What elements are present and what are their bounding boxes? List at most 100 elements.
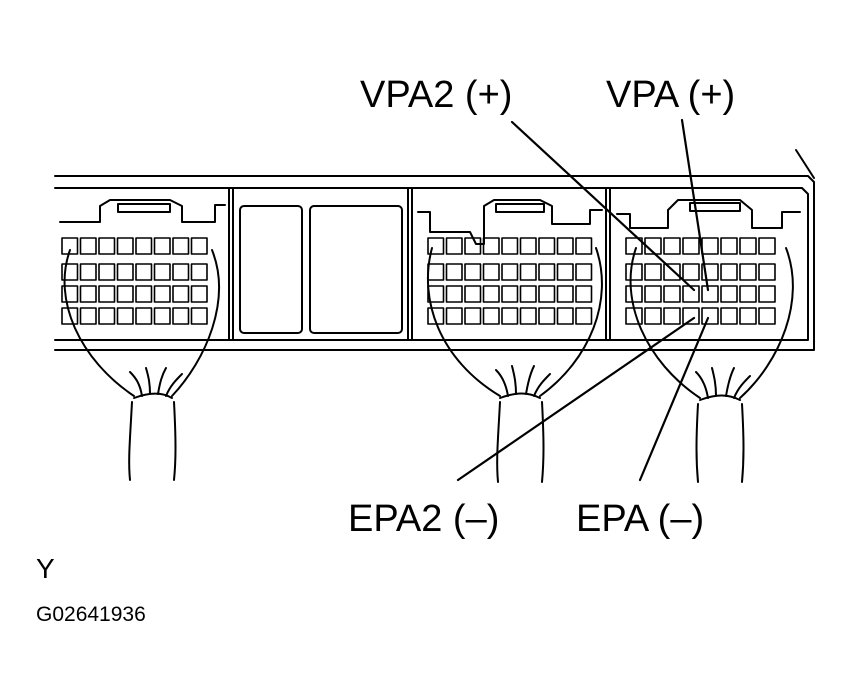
terminal-pin <box>575 285 593 303</box>
terminal-pin <box>116 237 134 255</box>
terminal-pin <box>501 285 519 303</box>
terminal-pin <box>190 263 208 281</box>
terminal-pin <box>427 263 445 281</box>
label-epa: EPA (–) <box>576 498 705 540</box>
terminal-pin <box>482 307 500 325</box>
wire-harness-2 <box>426 247 603 483</box>
terminal-pin <box>190 307 208 325</box>
terminal-pin <box>172 307 190 325</box>
connector-2-latch <box>417 199 603 245</box>
terminal-pin <box>464 285 482 303</box>
terminal-pin <box>61 285 79 303</box>
terminal-pin <box>758 263 776 281</box>
blank-panel-left <box>239 205 303 334</box>
terminal-pin <box>644 285 662 303</box>
terminal-pin <box>663 263 681 281</box>
terminal-pin <box>190 237 208 255</box>
terminal-pin <box>556 263 574 281</box>
terminal-pin <box>701 237 719 255</box>
terminal-pin <box>701 263 719 281</box>
terminal-pin <box>464 237 482 255</box>
terminal-pin <box>739 237 757 255</box>
terminal-pin <box>153 307 171 325</box>
terminal-pin <box>556 285 574 303</box>
terminal-pin <box>445 307 463 325</box>
terminal-pin <box>556 307 574 325</box>
terminal-pin <box>135 237 153 255</box>
connector-1-latch <box>59 199 226 223</box>
terminal-pin <box>758 237 776 255</box>
terminal-pin <box>445 285 463 303</box>
terminal-pin <box>501 237 519 255</box>
connector-3-pins <box>625 237 776 325</box>
terminal-pin <box>625 263 643 281</box>
terminal-pin <box>663 307 681 325</box>
leader-epa <box>638 316 710 482</box>
terminal-pin <box>61 237 79 255</box>
terminal-pin <box>758 285 776 303</box>
terminal-pin <box>625 285 643 303</box>
terminal-pin <box>538 263 556 281</box>
terminal-pin <box>98 263 116 281</box>
terminal-pin <box>575 237 593 255</box>
ecu-housing <box>54 149 815 351</box>
terminal-pin <box>135 307 153 325</box>
terminal-pin <box>663 285 681 303</box>
terminal-pin <box>682 263 700 281</box>
label-vpa: VPA (+) <box>606 74 736 116</box>
terminal-pin <box>153 263 171 281</box>
figure-code: G02641936 <box>36 603 146 626</box>
terminal-pin <box>701 285 719 303</box>
leader-lines <box>456 118 710 482</box>
terminal-pin <box>682 237 700 255</box>
terminal-pin <box>519 237 537 255</box>
terminal-pin <box>501 307 519 325</box>
terminal-pin <box>172 237 190 255</box>
terminal-pin <box>190 285 208 303</box>
terminal-pin <box>720 263 738 281</box>
terminal-pin <box>172 285 190 303</box>
terminal-pin <box>556 237 574 255</box>
leader-epa2 <box>456 316 696 482</box>
terminal-pin <box>445 263 463 281</box>
label-epa2: EPA2 (–) <box>348 498 500 540</box>
terminal-pin <box>79 237 97 255</box>
terminal-grids <box>61 237 776 325</box>
blank-panel-right <box>309 205 403 334</box>
terminal-pin <box>575 263 593 281</box>
terminal-pin <box>464 263 482 281</box>
wire-harness-3 <box>629 247 794 483</box>
leader-vpa <box>680 118 710 292</box>
terminal-pin <box>79 307 97 325</box>
terminal-pin <box>575 307 593 325</box>
terminal-pin <box>739 307 757 325</box>
connector-3-latch <box>616 199 801 229</box>
terminal-pin <box>720 307 738 325</box>
terminal-pin <box>538 307 556 325</box>
terminal-pin <box>116 307 134 325</box>
terminal-pin <box>153 237 171 255</box>
terminal-pin <box>464 307 482 325</box>
terminal-pin <box>98 237 116 255</box>
terminal-pin <box>61 263 79 281</box>
terminal-pin <box>79 285 97 303</box>
terminal-pin <box>720 237 738 255</box>
terminal-pin <box>153 285 171 303</box>
terminal-pin <box>98 307 116 325</box>
terminal-pin <box>482 285 500 303</box>
terminal-pin <box>61 307 79 325</box>
terminal-pin <box>682 307 700 325</box>
label-vpa2: VPA2 (+) <box>360 74 513 116</box>
terminal-pin <box>116 263 134 281</box>
terminal-pin <box>519 263 537 281</box>
terminal-pin <box>482 237 500 255</box>
terminal-pin <box>739 285 757 303</box>
terminal-pin <box>445 237 463 255</box>
terminal-pin <box>644 263 662 281</box>
terminal-pin <box>739 263 757 281</box>
terminal-pin <box>482 263 500 281</box>
terminal-pin <box>701 307 719 325</box>
wire-harness-1 <box>63 249 220 481</box>
terminal-pin <box>116 285 134 303</box>
